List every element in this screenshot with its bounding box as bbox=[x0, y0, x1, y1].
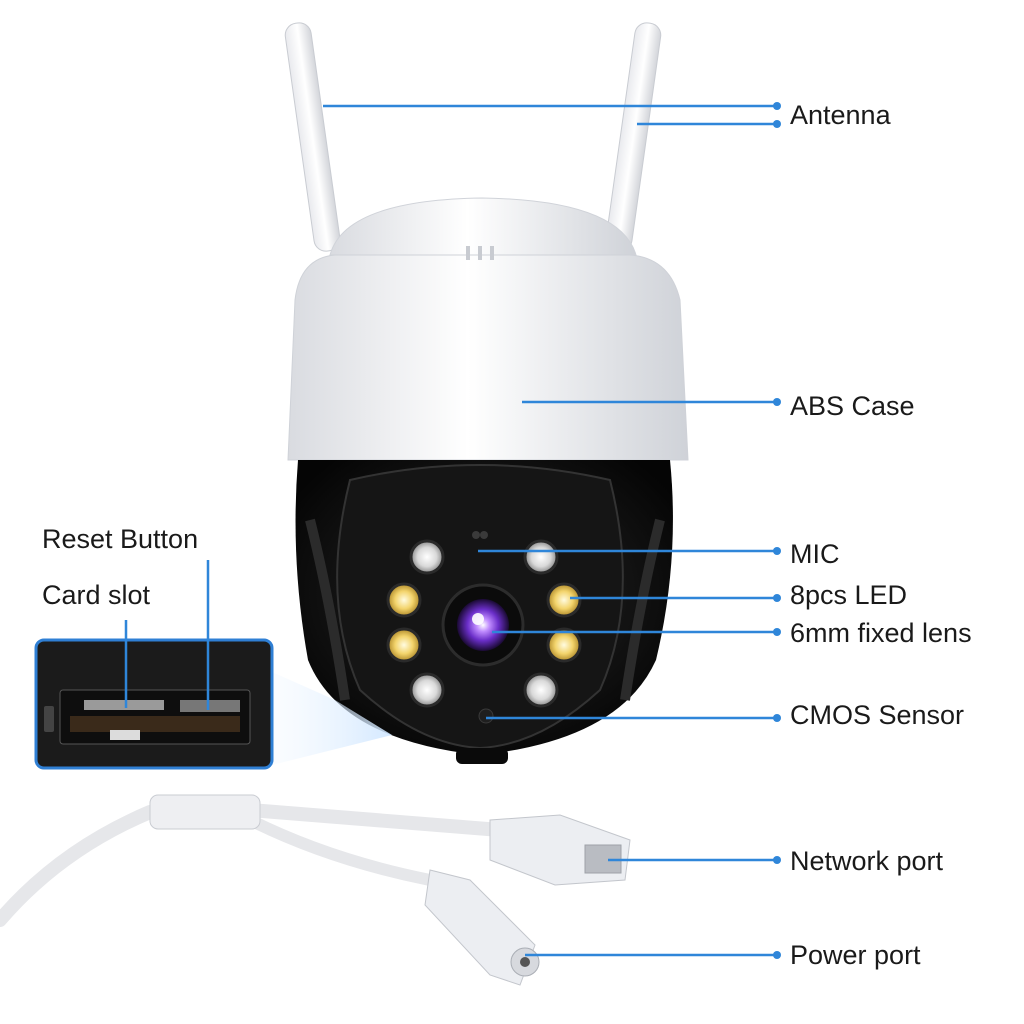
cmos-sensor-window bbox=[478, 708, 494, 724]
leader-dots bbox=[773, 102, 781, 959]
label-reset-button: Reset Button bbox=[42, 524, 199, 554]
label-abs-case: ABS Case bbox=[790, 391, 915, 421]
power-port bbox=[424, 869, 540, 986]
label-cmos-sensor: CMOS Sensor bbox=[790, 700, 965, 730]
lens bbox=[441, 583, 525, 667]
label-led: 8pcs LED bbox=[790, 580, 908, 610]
abs-case bbox=[287, 197, 689, 461]
label-antenna: Antenna bbox=[790, 100, 891, 130]
card-slot-inset bbox=[34, 638, 274, 770]
mic-hole bbox=[472, 531, 488, 539]
network-port bbox=[489, 814, 631, 886]
label-mic: MIC bbox=[790, 539, 840, 569]
label-power-port: Power port bbox=[790, 940, 921, 970]
label-network-port: Network port bbox=[790, 846, 944, 876]
label-lens: 6mm fixed lens bbox=[790, 618, 972, 648]
leader-lines bbox=[124, 104, 777, 957]
antenna-right bbox=[605, 22, 662, 252]
label-card-slot: Card slot bbox=[42, 580, 151, 610]
zoom-glow bbox=[272, 672, 392, 765]
antenna-left bbox=[284, 22, 341, 252]
cable-assembly bbox=[0, 794, 631, 986]
led-array bbox=[386, 539, 582, 708]
